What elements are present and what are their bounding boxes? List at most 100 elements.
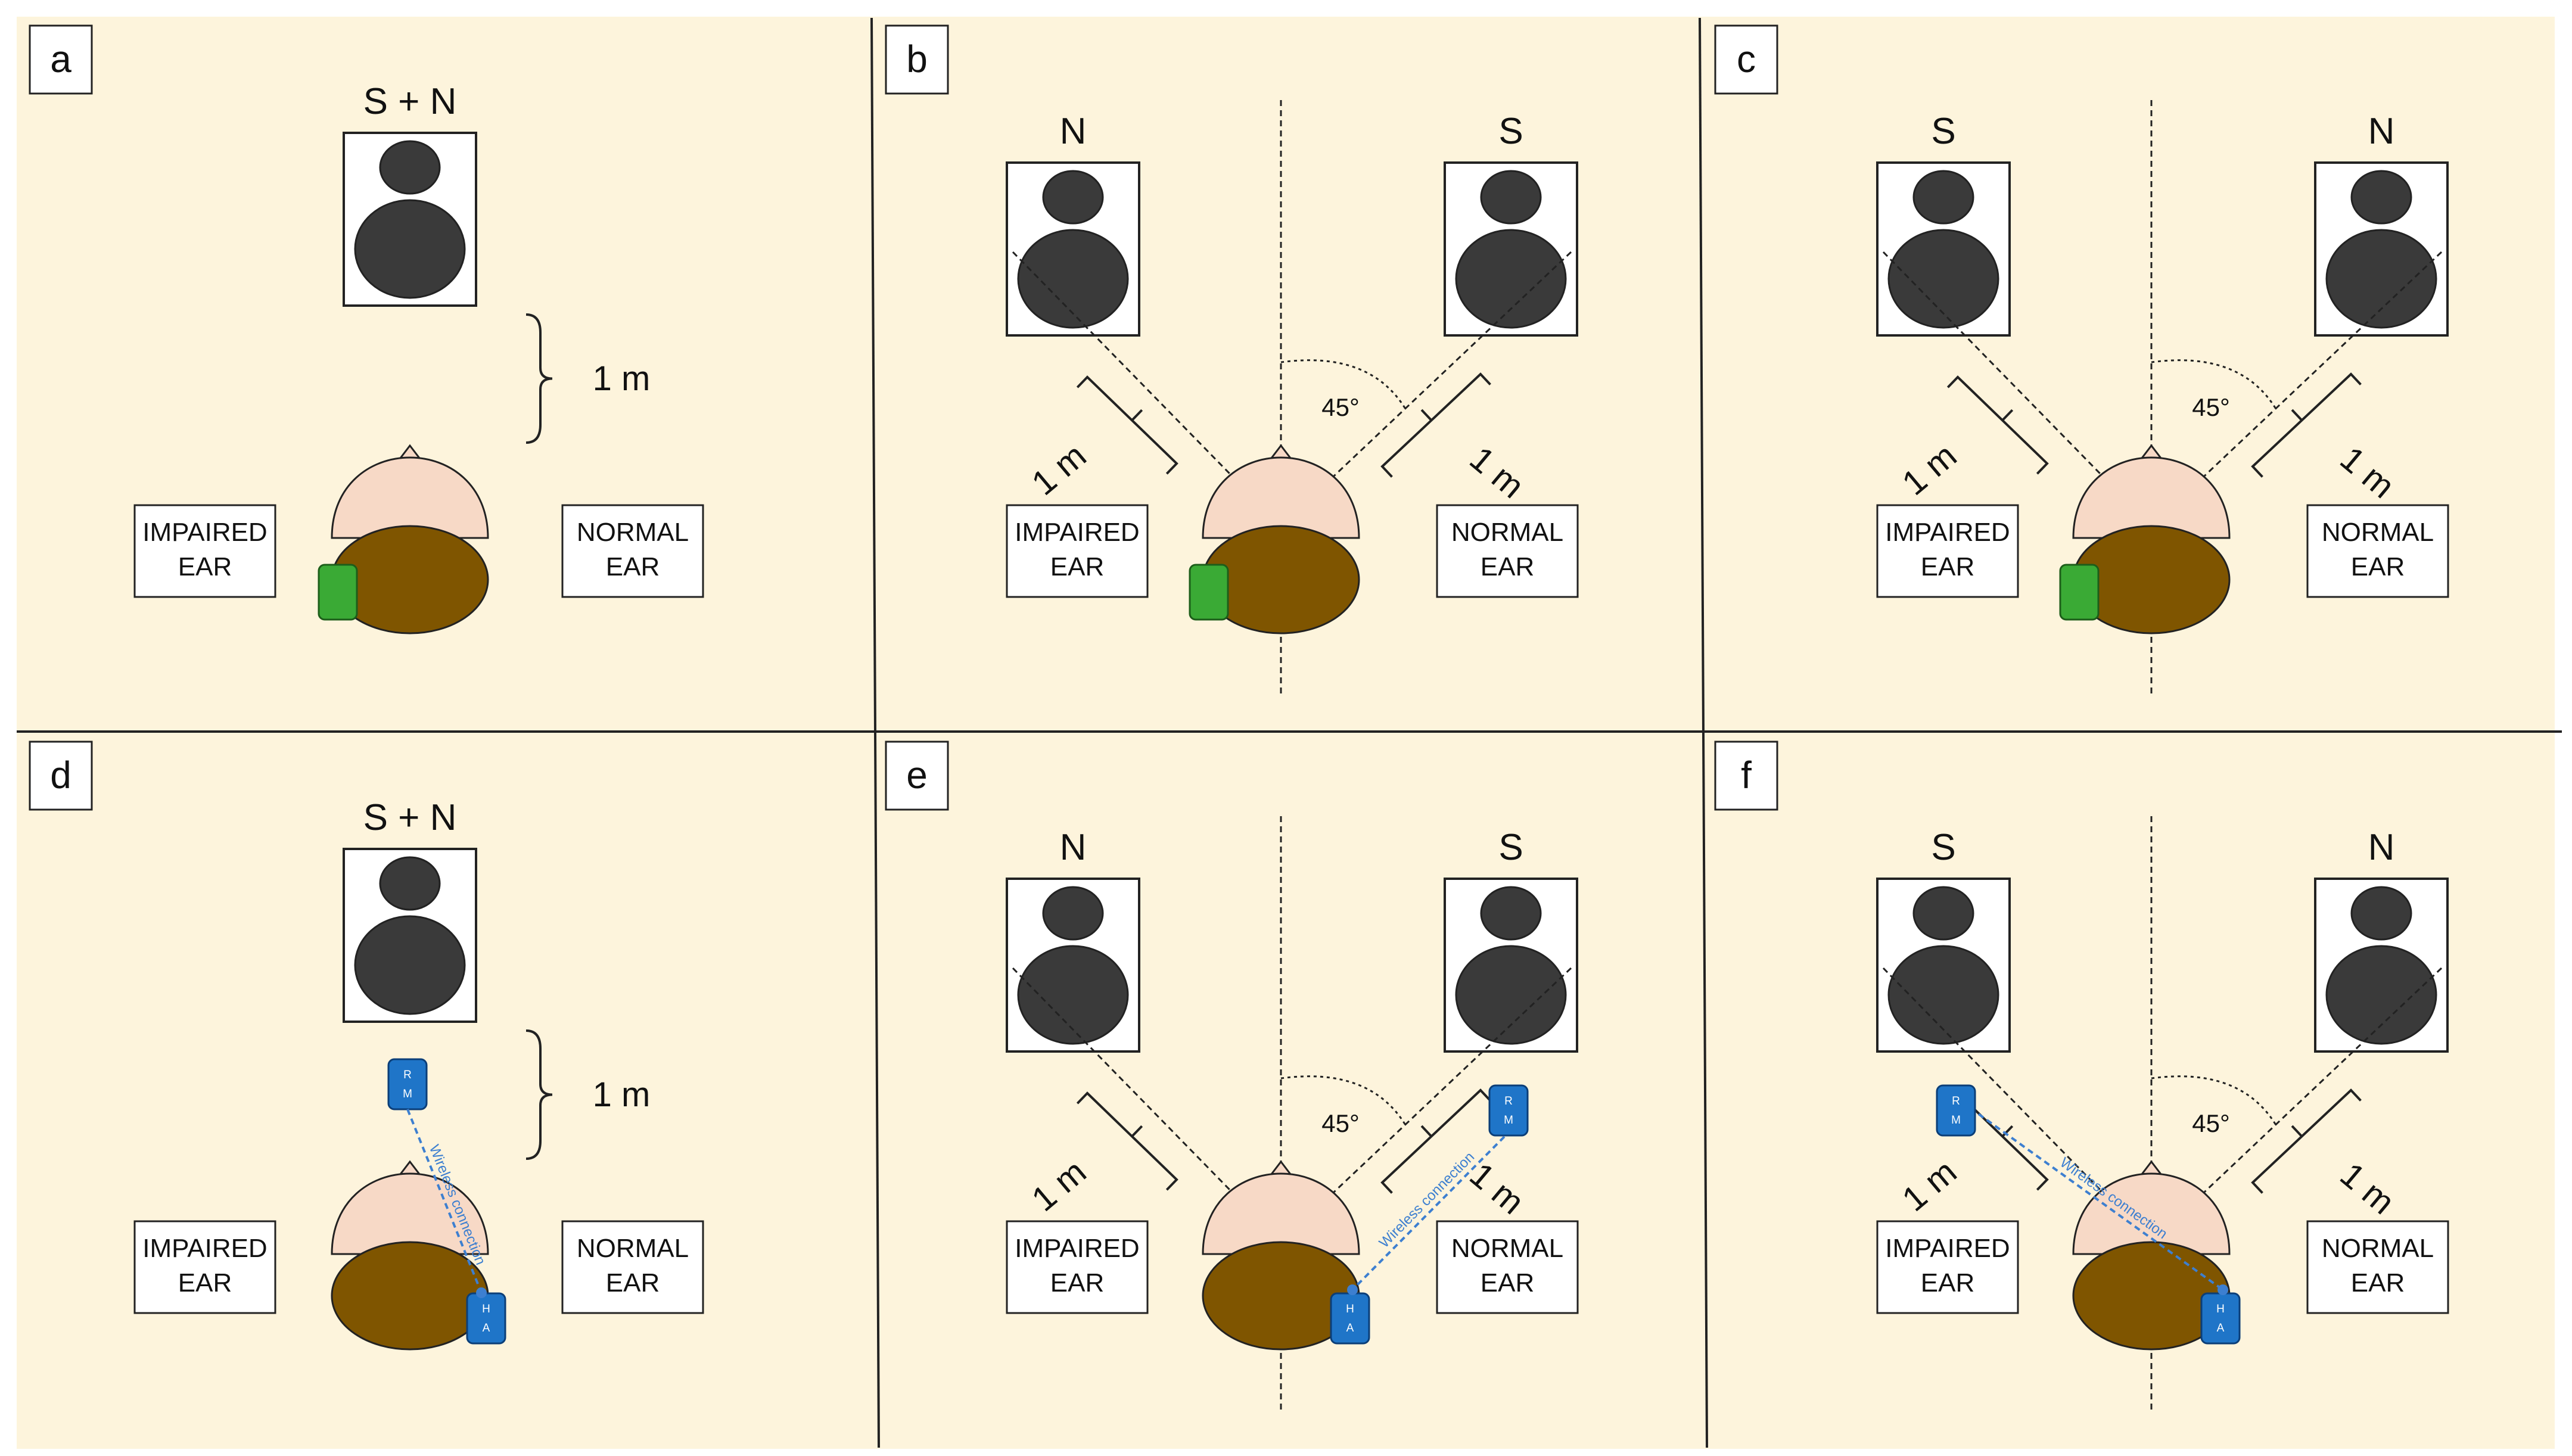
angle-label: 45° — [1321, 1109, 1360, 1137]
normal-ear-label: EAR — [2351, 1268, 2405, 1298]
normal-ear-box — [561, 1220, 704, 1314]
panel-letter-box — [29, 24, 93, 95]
speaker-label: N — [2368, 111, 2395, 152]
normal-ear-label: NORMAL — [577, 518, 689, 547]
normal-ear-label: EAR — [1481, 552, 1534, 581]
hearing-aid-blue-label: A — [1346, 1322, 1354, 1334]
panel-letter: b — [906, 38, 928, 80]
distance-bracket-tick — [2001, 409, 2014, 421]
normal-ear-box — [1436, 504, 1579, 598]
hearing-aid-device — [318, 564, 358, 621]
speaker-label: N — [1060, 111, 1087, 152]
panel-letter-box — [1714, 24, 1778, 95]
angle-arc — [1280, 1075, 1407, 1127]
head-hair — [331, 1241, 489, 1351]
impaired-ear-label: EAR — [1921, 552, 1974, 581]
sound-path-right — [1280, 251, 1572, 527]
distance-bracket-tick — [1131, 409, 1143, 421]
speaker-tweeter — [1480, 886, 1542, 941]
head-face — [331, 456, 489, 539]
angle-label: 45° — [1321, 393, 1360, 421]
impaired-ear-label: IMPAIRED — [1885, 1234, 2010, 1263]
head-face — [2072, 1172, 2231, 1255]
hearing-aid-device — [1189, 564, 1229, 621]
hearing-aid-blue — [2200, 1292, 2241, 1345]
normal-ear-box — [2306, 504, 2449, 598]
head-face — [1202, 1172, 1360, 1255]
remote-mic — [387, 1058, 428, 1110]
panel-letter-box — [1714, 741, 1778, 811]
distance-label: 1 m — [593, 1075, 651, 1114]
distance-bracket-tick — [1131, 1125, 1143, 1137]
speaker-tweeter — [1912, 886, 1974, 941]
speaker-woofer — [2325, 945, 2437, 1045]
impaired-ear-label: IMPAIRED — [142, 1234, 267, 1263]
speaker-tweeter — [1042, 886, 1104, 941]
hearing-aid-blue-label: A — [2217, 1322, 2225, 1334]
normal-ear-label: EAR — [606, 1268, 660, 1298]
remote-mic-label: M — [1951, 1114, 1961, 1127]
speaker-woofer — [1017, 229, 1129, 329]
panel-letter-box — [885, 741, 949, 811]
speaker-label: S + N — [363, 797, 457, 838]
angle-label: 45° — [2192, 393, 2230, 421]
impaired-ear-label: EAR — [178, 1268, 232, 1298]
wireless-link — [406, 1109, 483, 1293]
hearing-aid-blue-label: H — [2216, 1303, 2225, 1315]
distance-bracket-tick — [2291, 1125, 2303, 1137]
normal-ear-label: NORMAL — [577, 1234, 689, 1263]
remote-mic — [1936, 1084, 1976, 1137]
panel-letter-box — [29, 741, 93, 811]
wireless-arrowhead — [2218, 1284, 2228, 1295]
panel-letter-box — [885, 24, 949, 95]
hearing-aid-blue — [1330, 1292, 1370, 1345]
panel-letter: d — [50, 754, 71, 797]
vertical-divider-right — [1699, 17, 1708, 1448]
speaker-label: S — [1498, 827, 1523, 868]
speaker-tweeter — [1912, 170, 1974, 225]
panel-letter: a — [50, 38, 71, 80]
impaired-ear-box — [1006, 1220, 1149, 1314]
speaker-woofer — [2325, 229, 2437, 329]
remote-mic-label: R — [1504, 1095, 1513, 1107]
speaker-woofer — [1455, 229, 1567, 329]
speaker-label: N — [1060, 827, 1087, 868]
impaired-ear-box — [1876, 1220, 2019, 1314]
impaired-ear-label: EAR — [1050, 552, 1104, 581]
speaker-label: S — [1931, 111, 1955, 152]
normal-ear-label: EAR — [2351, 552, 2405, 581]
head-face — [331, 1172, 489, 1255]
speaker-label: S + N — [363, 81, 457, 122]
normal-ear-label: NORMAL — [2322, 518, 2434, 547]
speaker-tweeter — [379, 856, 441, 911]
hearing-aid-blue — [466, 1292, 506, 1345]
impaired-ear-label: IMPAIRED — [1885, 518, 2010, 547]
wireless-arrowhead — [1347, 1284, 1358, 1295]
sound-path-right — [2150, 251, 2443, 527]
speaker-label: S — [1931, 827, 1955, 868]
hearing-aid-device — [2059, 564, 2100, 621]
speaker-tweeter — [379, 140, 441, 195]
impaired-ear-label: EAR — [178, 552, 232, 581]
head-face — [1202, 456, 1360, 539]
normal-ear-label: EAR — [606, 552, 660, 581]
hearing-aid-blue-label: H — [1346, 1303, 1354, 1315]
panel-letter: c — [1737, 38, 1756, 80]
normal-ear-label: NORMAL — [2322, 1234, 2434, 1263]
remote-mic-label: M — [403, 1088, 412, 1100]
speaker-woofer — [1017, 945, 1129, 1045]
distance-label: 1 m — [593, 359, 651, 398]
angle-label: 45° — [2192, 1109, 2230, 1137]
impaired-ear-box — [133, 1220, 276, 1314]
speaker-woofer — [1887, 229, 1999, 329]
impaired-ear-label: IMPAIRED — [1015, 1234, 1139, 1263]
normal-ear-box — [2306, 1220, 2449, 1314]
speaker-woofer — [1887, 945, 1999, 1045]
angle-arc — [2151, 359, 2278, 410]
impaired-ear-box — [1876, 504, 2019, 598]
impaired-ear-label: IMPAIRED — [1015, 518, 1139, 547]
distance-bracket-tick — [1420, 409, 1432, 421]
